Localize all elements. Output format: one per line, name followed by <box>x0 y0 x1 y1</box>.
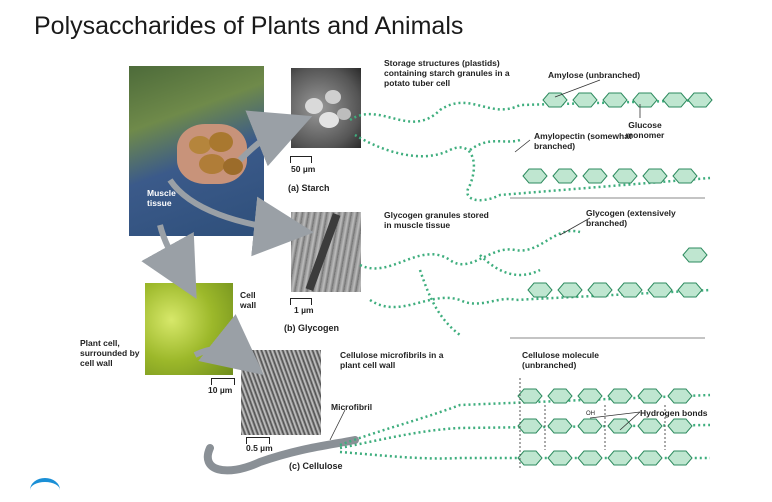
starch-caption: (a) Starch <box>288 183 330 193</box>
micro-scale-bar <box>246 437 270 444</box>
glycogen-rings <box>527 247 708 298</box>
starch-storage-label: Storage structures (plastids) containing… <box>384 58 510 88</box>
oh-label: OH <box>586 411 595 417</box>
arrow-muscle-to-glycogen <box>167 178 314 257</box>
glycogen-scale-bar <box>290 298 312 305</box>
microfibril-tube <box>204 436 359 475</box>
hydrogen-bonds-label: Hydrogen bonds <box>640 408 708 418</box>
arrow-cell-to-microfibrils <box>193 314 264 375</box>
cell-scale-bar <box>211 378 235 385</box>
glycogen-bead-chain-2 <box>369 288 711 309</box>
potato-hands-photo <box>129 66 264 236</box>
amylopectin-rings <box>522 168 698 184</box>
amylose-bead-chain <box>349 98 711 123</box>
glycogen-bead-chain-1 <box>359 229 581 270</box>
glycogen-scale-label: 1 µm <box>294 305 314 315</box>
plant-cell-label: Plant cell, surrounded by cell wall <box>80 338 140 368</box>
muscle-tissue-label: Muscle tissue <box>147 188 176 208</box>
amylopectin-label: Amylopectin (somewhat branched) <box>534 131 632 151</box>
cell-scale-label: 10 µm <box>208 385 233 395</box>
glycogen-granules-label: Glycogen granules stored in muscle tissu… <box>384 210 489 230</box>
arrow-to-plant-cell <box>141 224 197 299</box>
micro-scale-label: 0.5 µm <box>246 443 273 453</box>
microfibril-label: Microfibril <box>331 402 373 412</box>
glycogen-label: Glycogen (extensively branched) <box>586 208 676 228</box>
corner-decoration <box>30 478 60 502</box>
starch-scale-label: 50 µm <box>291 164 316 174</box>
cellulose-caption: (c) Cellulose <box>289 461 343 471</box>
page-title: Polysaccharides of Plants and Animals <box>34 12 464 40</box>
glucose-monomer-label: Glucose monomer <box>625 120 665 140</box>
polysaccharide-diagram <box>141 79 713 475</box>
arrow-potato-to-starch <box>237 110 313 167</box>
microfibrils-label: Cellulose microfibrils in a plant cell w… <box>340 350 444 370</box>
cellulose-strand-1 <box>339 393 711 447</box>
amylose-label: Amylose (unbranched) <box>548 70 641 80</box>
starch-scale-bar <box>290 156 312 163</box>
cellulose-strand-3 <box>339 450 710 460</box>
glycogen-caption: (b) Glycogen <box>284 323 340 333</box>
cellulose-micrograph <box>241 350 321 435</box>
cell-wall-label: Cell wall <box>240 290 257 310</box>
amylopectin-bead-chain <box>354 133 711 202</box>
cellulose-molecule-label: Cellulose molecule (unbranched) <box>522 350 599 370</box>
cellulose-strand-2 <box>339 423 711 450</box>
